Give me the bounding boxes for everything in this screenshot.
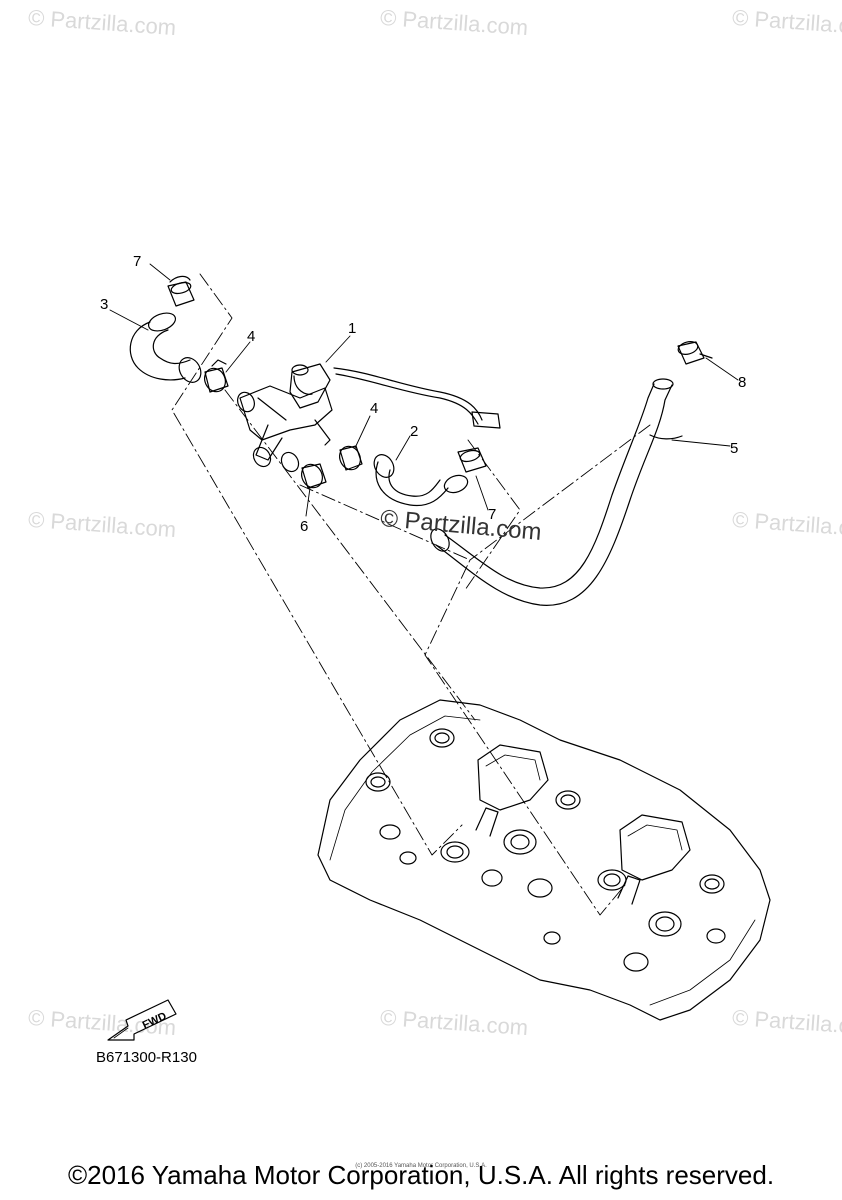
cylinder-head-cover xyxy=(317,699,771,1021)
callout-3: 3 xyxy=(100,296,109,313)
leader-lines xyxy=(109,263,739,517)
callout-7-top: 7 xyxy=(133,253,142,270)
callout-4-right: 4 xyxy=(370,400,379,417)
tiny-notice: (c) 2005-2016 Yamaha Motor Corporation, … xyxy=(355,1163,487,1169)
hose-clamp-part-4-right xyxy=(339,445,363,471)
hose-clamp-part-4-left xyxy=(204,359,229,393)
callout-2: 2 xyxy=(410,423,419,440)
fwd-label: FWD xyxy=(141,1010,169,1031)
air-cut-valve-part-1 xyxy=(237,363,501,473)
callout-6: 6 xyxy=(300,518,309,535)
copyright-notice: ©2016 Yamaha Motor Corporation, U.S.A. A… xyxy=(67,1160,775,1190)
callout-8: 8 xyxy=(738,374,747,391)
diagram-reference-code: B671300-R130 xyxy=(96,1049,197,1066)
hose-clip-part-7-right xyxy=(457,447,487,473)
hose-clip-part-8 xyxy=(677,341,713,365)
alignment-lines xyxy=(171,273,651,916)
callout-7-right: 7 xyxy=(488,506,497,523)
callout-5: 5 xyxy=(730,440,739,457)
elbow-hose-part-3 xyxy=(129,312,202,383)
hose-clamp-part-6 xyxy=(301,463,327,489)
hose-part-2 xyxy=(373,454,469,507)
callout-4-left: 4 xyxy=(247,328,256,345)
hose-clip-part-7-top xyxy=(167,275,195,307)
hose-part-5 xyxy=(430,378,683,606)
callout-1: 1 xyxy=(348,320,357,337)
forward-arrow-icon xyxy=(107,999,177,1041)
